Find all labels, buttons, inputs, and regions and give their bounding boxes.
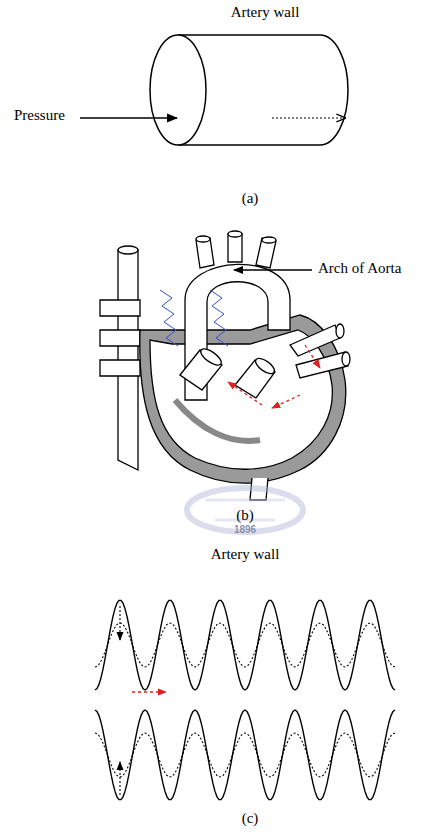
- flow-arrow: [228, 382, 262, 405]
- nerve-coil: [210, 290, 228, 346]
- contraction-arrow: [119, 606, 120, 640]
- figure-label: (b): [236, 507, 254, 524]
- watermark-text: 1896: [234, 524, 256, 536]
- artery-wall-wave: [95, 600, 395, 690]
- force-label: Pressure: [14, 107, 65, 124]
- wave-direction-arrow: [132, 691, 166, 692]
- contraction-arrow: [119, 762, 120, 795]
- leader-arrow: [234, 269, 312, 270]
- artery-wall-wave: [95, 733, 395, 777]
- nerve-coil: [160, 290, 178, 346]
- part-label: Artery wall: [231, 4, 300, 21]
- artery-cylinder: [150, 35, 348, 145]
- pressure-arrow: [80, 117, 177, 118]
- artery-wall-wave: [95, 623, 395, 667]
- flow-arrow: [305, 345, 320, 368]
- heart-drawing: [100, 231, 350, 500]
- artery-wall-wave: [95, 710, 395, 800]
- flow-arrow: [272, 395, 300, 408]
- part-label: Arch of Aorta: [318, 260, 401, 277]
- figure-label: (a): [242, 190, 259, 207]
- figure-label: (c): [242, 810, 259, 827]
- part-label: Artery wall: [211, 546, 280, 563]
- flow-arrow: [272, 117, 345, 118]
